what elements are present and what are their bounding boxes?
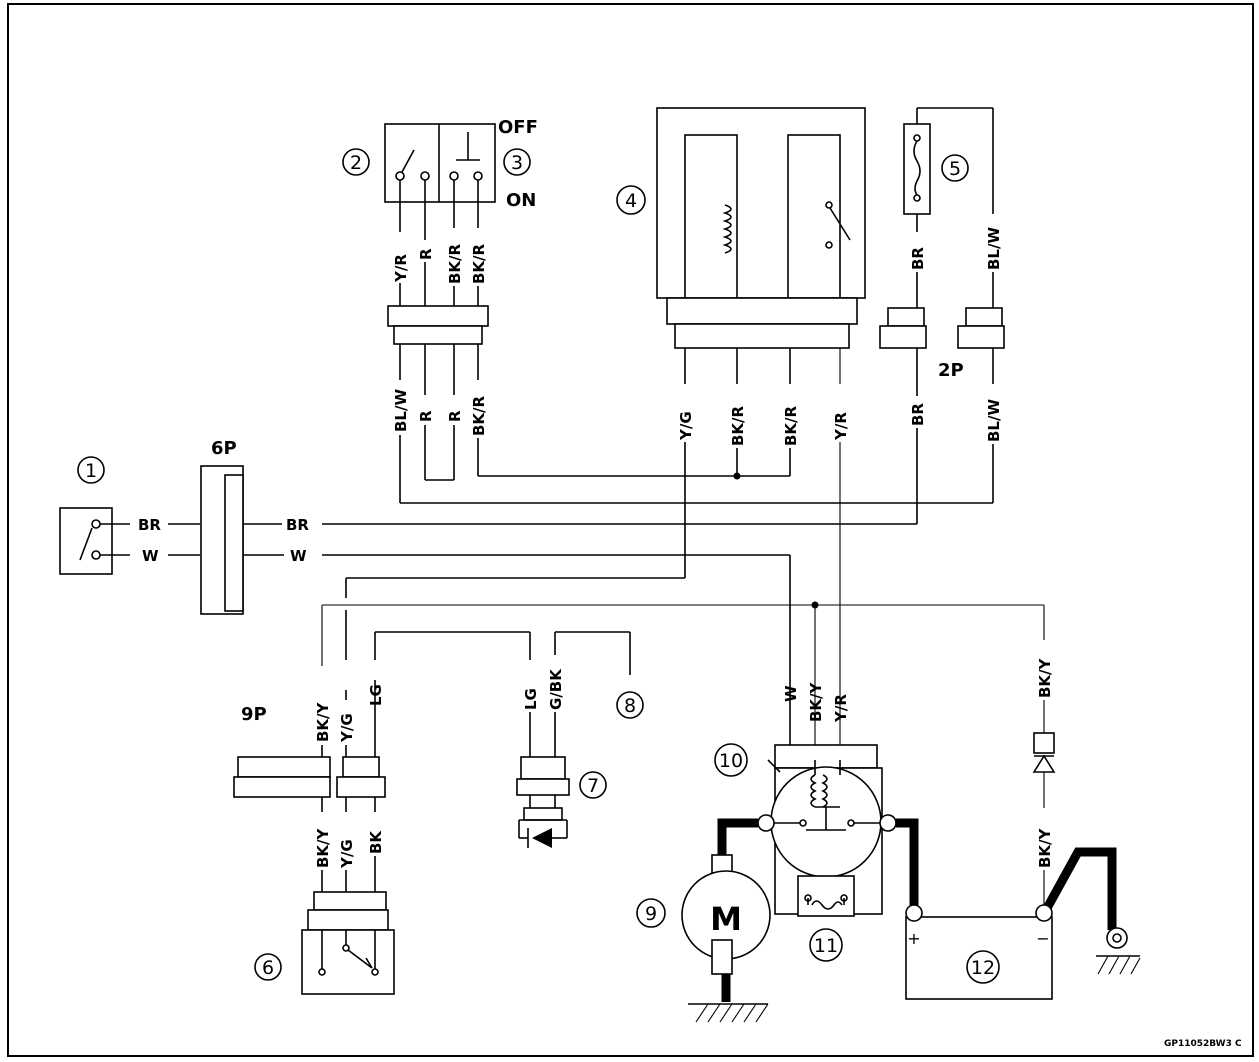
callout-10: 10 (714, 743, 748, 777)
wire-label: LG (522, 688, 540, 710)
switch-connector (387, 305, 489, 345)
wire-label: R (417, 248, 435, 260)
svg-text:9: 9 (645, 903, 657, 925)
wire-label: BK (367, 830, 385, 854)
wire-label: BK/R (446, 243, 464, 284)
svg-text:2: 2 (350, 152, 362, 174)
wire-label: BL/W (985, 399, 1003, 442)
callout-4: 4 (616, 185, 646, 215)
starter-motor (681, 854, 771, 1023)
connector-2p (879, 307, 1005, 524)
svg-text:12: 12 (971, 957, 995, 979)
junction-dot (811, 601, 819, 609)
wire-label: BK/Y (1036, 827, 1054, 868)
battery-cables (717, 818, 1117, 1002)
on-label: ON (506, 190, 536, 211)
wire-label: BK/Y (1036, 657, 1054, 698)
wire-label: BK/R (470, 395, 488, 436)
harness-lines (321, 502, 1045, 684)
wire-label: R (446, 410, 464, 422)
motor-label: M (710, 900, 742, 938)
callout-1: 1 (77, 456, 105, 484)
svg-text:4: 4 (625, 190, 637, 212)
wire-label: W (290, 547, 307, 565)
wire-label: Y/G (338, 839, 356, 869)
wire-label: Y/R (392, 254, 410, 283)
wire-label: BL/W (392, 389, 410, 432)
wire-label: R (417, 410, 435, 422)
callout-3: 3 (503, 148, 531, 176)
wire-label: Y/G (338, 713, 356, 743)
wire-label: BK/R (470, 243, 488, 284)
fuse (903, 107, 994, 308)
callout-11: 11 (809, 928, 843, 962)
callout-5: 5 (941, 154, 969, 182)
wire-label: Y/G (677, 411, 695, 441)
wire-label: LG (367, 684, 385, 706)
wire-label: W (782, 685, 800, 702)
wire-label: BL/W (985, 227, 1003, 270)
neutral-switch (516, 712, 570, 848)
svg-text:1: 1 (85, 460, 97, 482)
svg-text:8: 8 (624, 695, 636, 717)
wire-label: BK/R (729, 405, 747, 446)
connector-9p-label: 9P (241, 704, 267, 725)
switch-wires (399, 180, 479, 306)
wire-label: BR (138, 516, 161, 534)
battery-minus: − (1036, 929, 1049, 948)
wire-label: Y/R (832, 694, 850, 723)
wire-label: BK/Y (807, 681, 825, 722)
wire-label: BK/Y (314, 827, 332, 868)
off-label: OFF (498, 117, 538, 138)
connector-6p-label: 6P (211, 438, 237, 459)
wire-label: BK/R (782, 405, 800, 446)
wire-label: BR (909, 247, 927, 270)
svg-text:5: 5 (949, 158, 961, 180)
clutch-switch (59, 507, 200, 575)
callout-7: 7 (579, 771, 607, 799)
relay-wires (684, 348, 841, 685)
connector-6p (200, 465, 284, 615)
svg-text:7: 7 (587, 775, 599, 797)
battery-plus: + (907, 929, 920, 948)
connector-9p (233, 660, 386, 892)
diagram-frame (7, 3, 1254, 1057)
svg-text:10: 10 (719, 750, 743, 772)
wire-label: Y/R (832, 412, 850, 441)
wire-label: BR (909, 403, 927, 426)
sidestand-switch (301, 891, 395, 995)
frame-ground (1096, 927, 1141, 975)
wire-label: W (142, 547, 159, 565)
handlebar-switch (384, 123, 496, 203)
svg-text:11: 11 (814, 935, 838, 957)
callout-12: 12 (966, 950, 1000, 984)
callout-9: 9 (636, 898, 666, 928)
wire-label: BK/Y (314, 701, 332, 742)
wire-label: G/BK (547, 668, 565, 710)
starter-solenoid (757, 660, 897, 917)
connector-2p-label: 2P (938, 360, 964, 381)
svg-text:3: 3 (511, 152, 523, 174)
starter-relay (656, 107, 866, 349)
figure-code: GP11052BW3 C (1164, 1039, 1242, 1049)
callout-6: 6 (254, 953, 282, 981)
callout-2: 2 (342, 148, 370, 176)
callout-8: 8 (616, 691, 644, 719)
diode-path (1032, 700, 1056, 905)
svg-text:6: 6 (262, 957, 274, 979)
wire-label: BR (286, 516, 309, 534)
